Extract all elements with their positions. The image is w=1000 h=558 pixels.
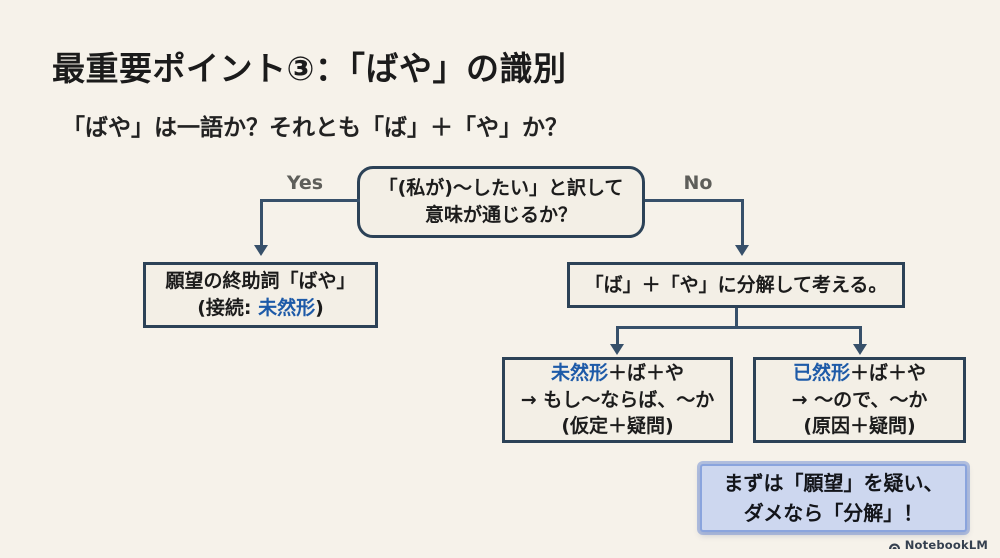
no-connector-vertical — [741, 199, 744, 245]
split-right-vertical — [859, 326, 862, 344]
yes-connector-horizontal — [260, 199, 360, 202]
split-right-arrowhead-icon — [853, 344, 867, 355]
split-left-vertical — [616, 326, 619, 344]
hypothetical-line3: (仮定＋疑問) — [561, 415, 674, 438]
yes-connector-vertical — [260, 199, 263, 245]
subtitle-question: 「ばや」は一語か？それとも「ば」＋「や」か？ — [62, 115, 568, 141]
causal-line1-rest: ＋ば＋や — [850, 361, 927, 384]
brand-footer: NotebookLM — [888, 538, 988, 552]
notebooklm-icon — [888, 540, 901, 551]
yes-branch-label: Yes — [286, 172, 324, 194]
brand-name: NotebookLM — [904, 538, 988, 552]
causal-line1: 已然形＋ば＋や — [793, 360, 926, 387]
desire-line2-suffix: ) — [315, 297, 324, 319]
desire-particle-box: 願望の終助詞「ばや」 (接続: 未然形) — [143, 262, 378, 328]
no-connector-horizontal — [645, 199, 744, 202]
no-branch-label: No — [683, 172, 713, 194]
causal-accent: 已然形 — [792, 361, 850, 384]
split-left-arrowhead-icon — [610, 344, 624, 355]
split-stem-vertical — [735, 308, 738, 329]
hypothetical-line2: → もし〜ならば、〜か — [520, 388, 715, 411]
yes-arrowhead-icon — [254, 245, 268, 256]
decompose-box: 「ば」＋「や」に分解して考える。 — [567, 262, 905, 308]
no-arrowhead-icon — [735, 245, 749, 256]
causal-line3: (原因＋疑問) — [803, 415, 916, 438]
desire-line2: (接続: 未然形) — [197, 295, 324, 322]
decompose-text: 「ば」＋「や」に分解して考える。 — [584, 273, 888, 296]
decision-box: 「(私が)〜したい」と訳して 意味が通じるか？ — [357, 166, 645, 238]
decision-line2: 意味が通じるか？ — [424, 204, 577, 226]
hypothetical-box: 未然形＋ば＋や → もし〜ならば、〜か (仮定＋疑問) — [502, 357, 733, 443]
desire-line2-accent: 未然形 — [258, 297, 316, 319]
desire-line2-prefix: (接続: — [197, 297, 259, 319]
conclusion-callout: まずは「願望」を疑い、 ダメなら「分解」！ — [700, 464, 967, 532]
hypothetical-line1-rest: ＋ば＋や — [608, 361, 685, 384]
hypothetical-accent: 未然形 — [550, 361, 608, 384]
hypothetical-line1: 未然形＋ば＋や — [551, 360, 684, 387]
page-title: 最重要ポイント③：「ばや」の識別 — [52, 49, 567, 88]
conclusion-line2: ダメなら「分解」！ — [743, 501, 924, 525]
desire-line1: 願望の終助詞「ばや」 — [165, 270, 356, 293]
split-horizontal — [616, 326, 862, 329]
decision-line1: 「(私が)〜したい」と訳して — [378, 177, 624, 200]
causal-box: 已然形＋ば＋や → 〜ので、〜か (原因＋疑問) — [753, 357, 966, 443]
causal-line2: → 〜ので、〜か — [791, 388, 928, 411]
conclusion-line1: まずは「願望」を疑い、 — [723, 471, 944, 495]
